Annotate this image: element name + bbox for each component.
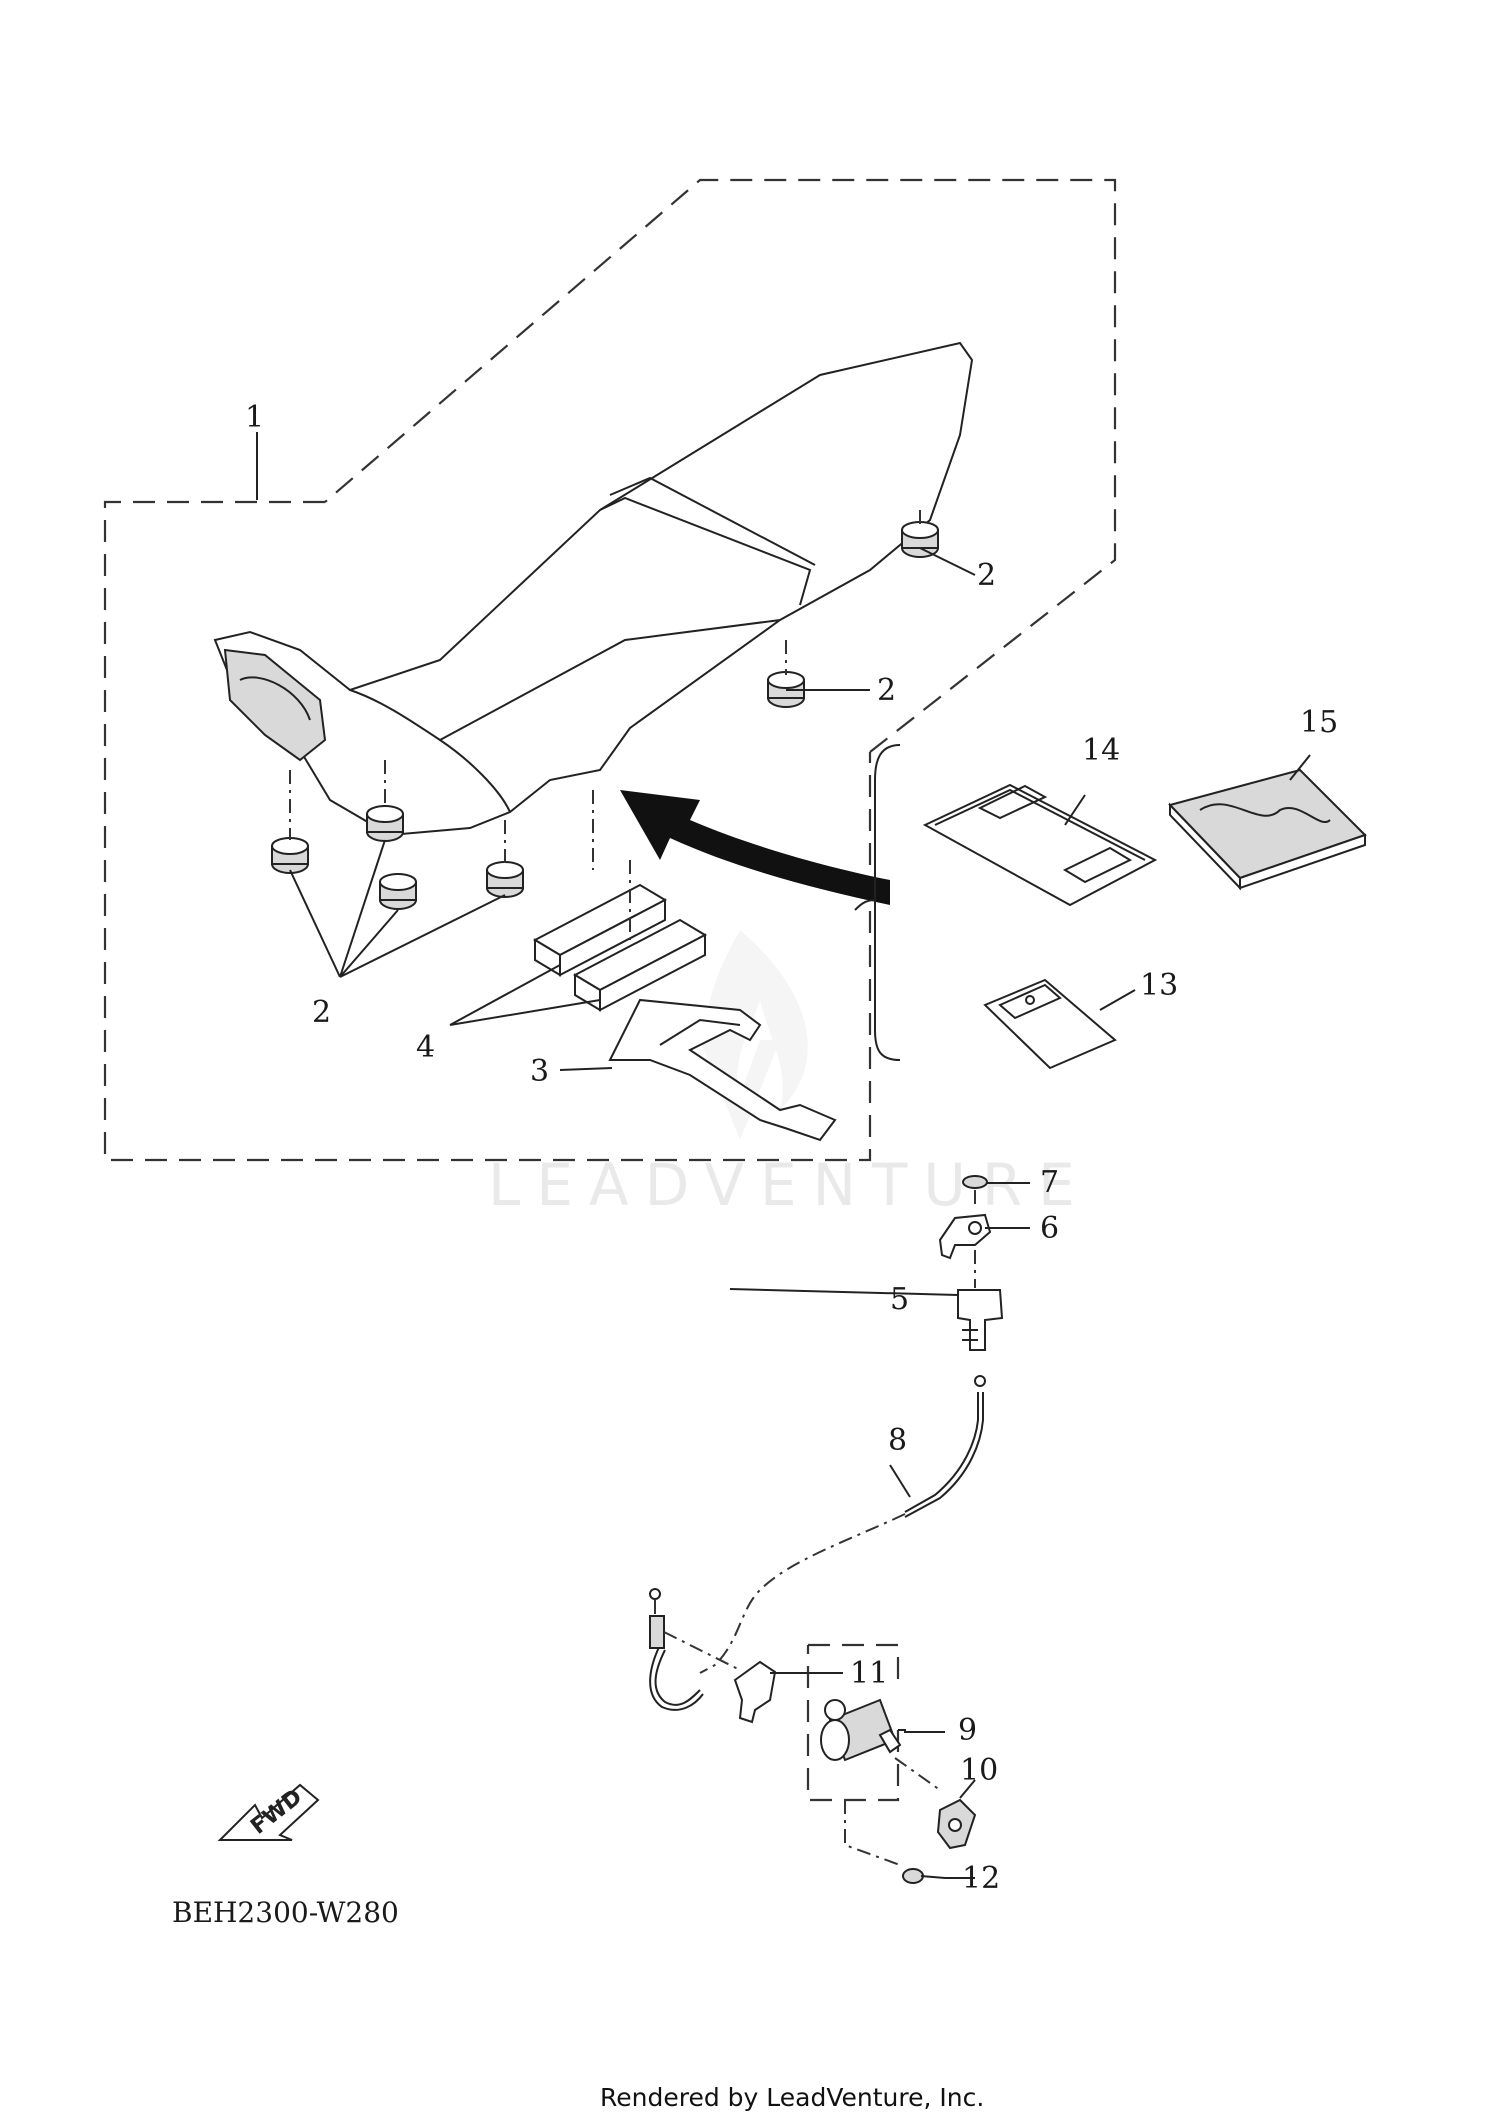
watermark-logo-icon — [700, 930, 808, 1140]
callout-1: 1 — [245, 400, 264, 435]
leader-lines — [256, 432, 1311, 1879]
fitment-arrow-icon — [620, 790, 890, 905]
watermark-text: LEADVENTURE — [488, 1151, 1091, 1219]
callout-10: 10 — [960, 1753, 998, 1788]
bracket-11 — [733, 1660, 777, 1724]
seat-lock-cable — [649, 1375, 986, 1711]
strap — [608, 998, 837, 1142]
callout-15: 15 — [1300, 705, 1338, 740]
tool-bag — [922, 783, 1158, 907]
seat-lock-hook — [938, 1175, 1004, 1351]
callout-5: 5 — [890, 1282, 909, 1317]
diagram-code: BEH2300-W280 — [172, 1896, 399, 1929]
callout-14: 14 — [1082, 733, 1120, 768]
fwd-arrow-icon: FWD — [217, 1783, 320, 1841]
seat — [213, 341, 974, 837]
assembly-boundary — [103, 178, 1117, 1162]
callout-13: 13 — [1140, 968, 1178, 1003]
screw-12 — [902, 1868, 946, 1884]
damper-rear-1 — [901, 521, 939, 558]
plate-6 — [938, 1213, 992, 1260]
owners-manual — [1168, 768, 1367, 891]
key-cylinder-group — [806, 1643, 945, 1866]
bracket — [854, 744, 901, 1061]
callout-3: 3 — [530, 1054, 549, 1089]
callout-11: 11 — [850, 1656, 888, 1691]
callout-9: 9 — [958, 1713, 977, 1748]
footer-credit: Rendered by LeadVenture, Inc. — [600, 2083, 984, 2112]
hook-5 — [957, 1289, 1004, 1351]
callout-labels: 1 2 2 2 3 4 5 6 7 8 9 10 11 12 13 14 15 — [245, 400, 1338, 1896]
damper-front-4 — [486, 861, 524, 898]
callout-2-rear: 2 — [977, 558, 996, 593]
damper-rear-2 — [767, 671, 805, 708]
damper-front-3 — [379, 873, 417, 910]
tool-pouch — [983, 978, 1117, 1070]
callout-2-front: 2 — [312, 995, 331, 1030]
callout-7: 7 — [1040, 1165, 1059, 1200]
callout-8: 8 — [888, 1423, 907, 1458]
cable-end — [649, 1615, 665, 1649]
damper-front-1 — [271, 837, 309, 874]
damper-group — [271, 510, 939, 910]
callout-12: 12 — [962, 1861, 1000, 1896]
damper-front-2 — [366, 805, 404, 842]
nut-7 — [962, 1175, 988, 1189]
callout-4: 4 — [416, 1030, 435, 1065]
callout-6: 6 — [1040, 1211, 1059, 1246]
callout-2-mid: 2 — [877, 673, 896, 708]
